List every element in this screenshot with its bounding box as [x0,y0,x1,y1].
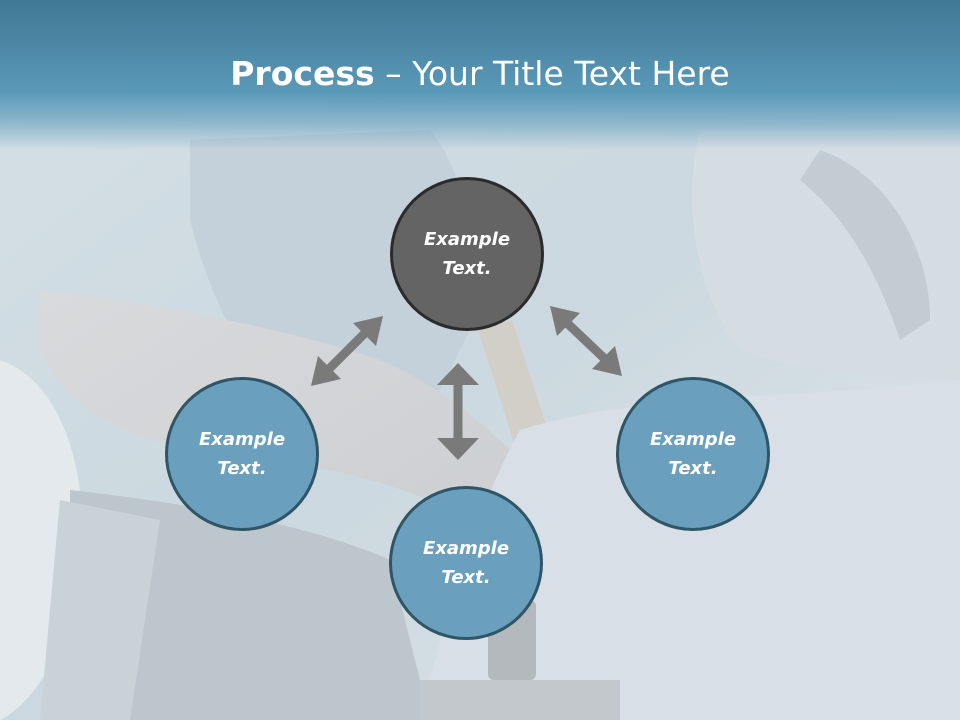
process-node-bottom[interactable]: Example Text. [389,486,543,640]
arrow-top-right [550,306,622,376]
arrow-vertical [437,363,479,460]
process-node-left[interactable]: Example Text. [165,377,319,531]
title-bold: Process [230,54,375,93]
node-left-label: Example Text. [198,429,286,479]
node-top-label: Example Text. [423,229,511,279]
slide-title: Process – Your Title Text Here [0,52,960,96]
title-bar [0,0,960,150]
title-rest: – Your Title Text Here [374,54,730,93]
node-right-label: Example Text. [649,429,737,479]
process-node-right[interactable]: Example Text. [616,377,770,531]
arrow-top-left [311,316,383,386]
process-node-top[interactable]: Example Text. [390,177,544,331]
node-bottom-label: Example Text. [422,538,510,588]
